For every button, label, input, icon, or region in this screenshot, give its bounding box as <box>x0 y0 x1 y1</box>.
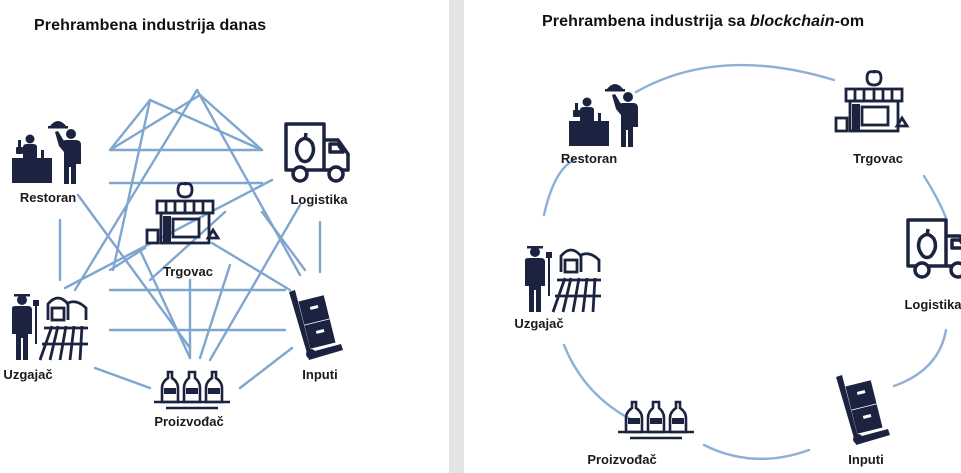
truck-icon <box>282 120 354 186</box>
right-label-logistika: Logistika <box>904 297 961 312</box>
left-connection-lines <box>58 88 322 390</box>
right-panel: Prehrambena industrija sa blockchain-om <box>464 0 961 473</box>
right-label-proizvodac: Proizvođač <box>587 452 657 467</box>
title-suffix: -om <box>834 13 865 30</box>
right-label-restoran: Restoran <box>560 151 618 166</box>
blockchain-ring <box>542 63 948 461</box>
left-label-proizvodac: Proizvođač <box>154 414 224 429</box>
bottles-icon <box>152 368 232 412</box>
right-label-trgovac: Trgovac <box>853 151 903 166</box>
left-label-trgovac: Trgovac <box>163 264 213 279</box>
left-panel-title: Prehrambena industrija danas <box>34 17 267 34</box>
farmer-icon <box>6 290 92 362</box>
right-panel-title: Prehrambena industrija sa blockchain-om <box>542 13 864 31</box>
title-main: Prehrambena industrija sa <box>542 13 751 30</box>
restaurant-icon <box>567 75 647 151</box>
title-emphasis: blockchain <box>750 13 835 30</box>
handtruck-icon <box>287 290 347 362</box>
store-icon <box>832 70 916 140</box>
left-label-uzgajac: Uzgajač <box>3 367 53 382</box>
truck-icon <box>904 216 961 282</box>
handtruck-icon <box>834 375 894 447</box>
panel-separator <box>449 0 464 473</box>
restaurant-icon <box>10 112 90 188</box>
right-label-uzgajac: Uzgajač <box>514 316 564 331</box>
store-icon <box>143 182 227 252</box>
bottles-icon <box>616 398 696 442</box>
farmer-icon <box>519 242 605 314</box>
left-label-restoran: Restoran <box>19 190 77 205</box>
right-label-inputi: Inputi <box>848 452 884 467</box>
left-label-inputi: Inputi <box>302 367 338 382</box>
left-label-logistika: Logistika <box>290 192 348 207</box>
left-panel: Prehrambena industrija danas <box>0 0 449 473</box>
